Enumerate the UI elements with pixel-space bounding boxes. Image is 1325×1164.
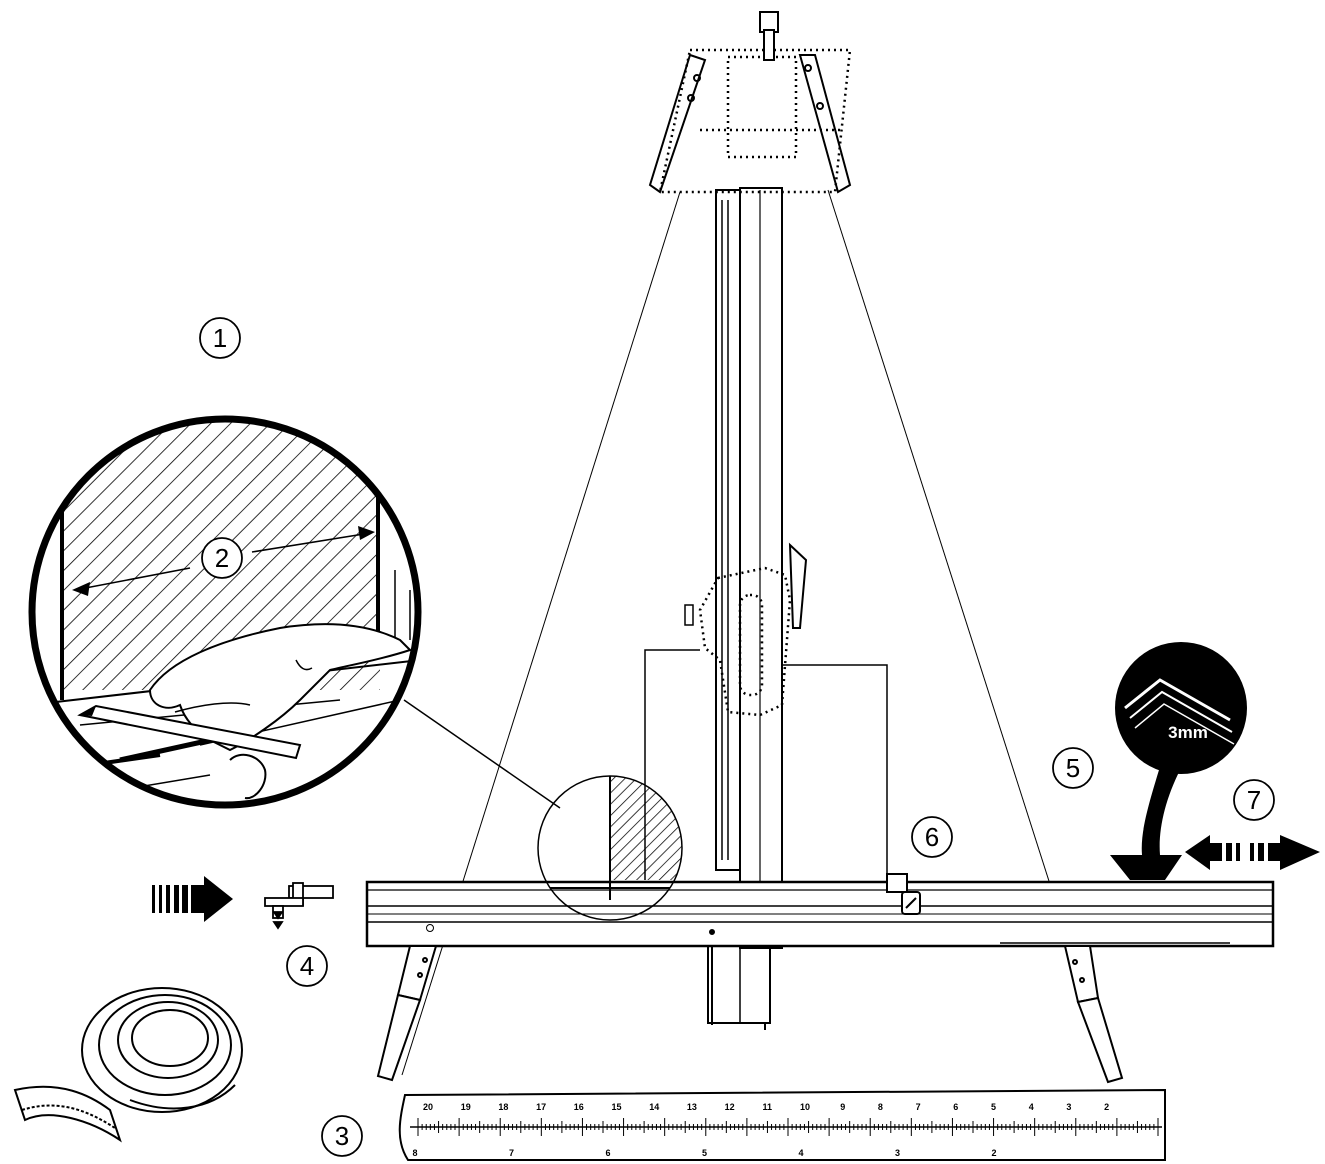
ruler-top-scale-label: 19 bbox=[461, 1102, 471, 1112]
ruler-top-scale-label: 13 bbox=[687, 1102, 697, 1112]
svg-text:6: 6 bbox=[925, 822, 939, 852]
callout-2: 2 bbox=[201, 537, 243, 579]
coiled-tape bbox=[13, 987, 243, 1143]
ruler-top-scale-label: 14 bbox=[649, 1102, 659, 1112]
ruler-top-scale-label: 4 bbox=[1029, 1102, 1034, 1112]
ruler-bottom-scale-label: 5 bbox=[702, 1148, 707, 1158]
ruler-top-scale-label: 3 bbox=[1066, 1102, 1071, 1112]
vertical-rail bbox=[707, 187, 783, 1030]
ruler-top-scale-label: 5 bbox=[991, 1102, 996, 1112]
svg-text:7: 7 bbox=[1247, 785, 1261, 815]
slide-direction-arrow bbox=[1185, 835, 1320, 870]
svg-text:3: 3 bbox=[335, 1121, 349, 1151]
magnifier-leader-line bbox=[403, 699, 561, 809]
svg-text:4: 4 bbox=[300, 951, 314, 981]
angle-inset-circle: 3mm bbox=[1115, 642, 1247, 774]
callout-7: 7 bbox=[1233, 779, 1275, 821]
ruler-bottom-scale-label: 8 bbox=[412, 1148, 417, 1158]
ruler-top-scale-label: 10 bbox=[800, 1102, 810, 1112]
callout-1: 1 bbox=[199, 317, 241, 359]
ruler-top-scale-label: 16 bbox=[574, 1102, 584, 1112]
base-stop-block bbox=[886, 873, 921, 915]
ruler-top-scale-label: 8 bbox=[878, 1102, 883, 1112]
ruler-bottom-scale-label: 2 bbox=[991, 1148, 996, 1158]
ruler-top-scale-label: 9 bbox=[840, 1102, 845, 1112]
clip-part bbox=[264, 882, 334, 930]
ruler-top-scale-label: 7 bbox=[916, 1102, 921, 1112]
ruler-top-scale-label: 20 bbox=[423, 1102, 433, 1112]
callout-5: 5 bbox=[1052, 747, 1094, 789]
ruler-top-scale-label: 18 bbox=[498, 1102, 508, 1112]
top-knob bbox=[759, 11, 779, 61]
left-leg bbox=[376, 945, 438, 1082]
insertion-arrow bbox=[1110, 760, 1182, 880]
base-bar bbox=[365, 880, 1275, 948]
right-leg bbox=[1063, 945, 1124, 1084]
svg-text:5: 5 bbox=[1066, 753, 1080, 783]
ruler-bottom-scale-label: 4 bbox=[798, 1148, 803, 1158]
ruler-top-scale-label: 2 bbox=[1104, 1102, 1109, 1112]
ruler-top-scale-label: 15 bbox=[611, 1102, 621, 1112]
svg-text:1: 1 bbox=[213, 323, 227, 353]
feed-direction-arrow bbox=[152, 876, 233, 922]
inset-dimension-label: 3mm bbox=[1168, 723, 1208, 742]
ruler-bottom-scale-label: 6 bbox=[605, 1148, 610, 1158]
top-housing bbox=[658, 48, 852, 194]
magnified-detail-circle bbox=[28, 415, 422, 809]
top-hinge-brackets bbox=[648, 53, 852, 194]
ruler-bottom-scale-label: 7 bbox=[509, 1148, 514, 1158]
cutting-head bbox=[684, 542, 808, 717]
ruler-top-scale-label: 12 bbox=[725, 1102, 735, 1112]
svg-text:2: 2 bbox=[215, 543, 229, 573]
callout-3: 3 bbox=[321, 1115, 363, 1157]
callout-6: 6 bbox=[911, 816, 953, 858]
ruler-top-scale-label: 11 bbox=[763, 1102, 773, 1112]
callout-4: 4 bbox=[286, 945, 328, 987]
ruler-top-scale-label: 17 bbox=[536, 1102, 546, 1112]
measuring-ruler: 20 19 18 17 16 15 14 13 12 11 10 9 8 7 6 5 4 3 2 8 7 6 5 4 3 2 bbox=[398, 1088, 1166, 1161]
ruler-top-scale-label: 6 bbox=[953, 1102, 958, 1112]
ruler-bottom-scale-label: 3 bbox=[895, 1148, 900, 1158]
